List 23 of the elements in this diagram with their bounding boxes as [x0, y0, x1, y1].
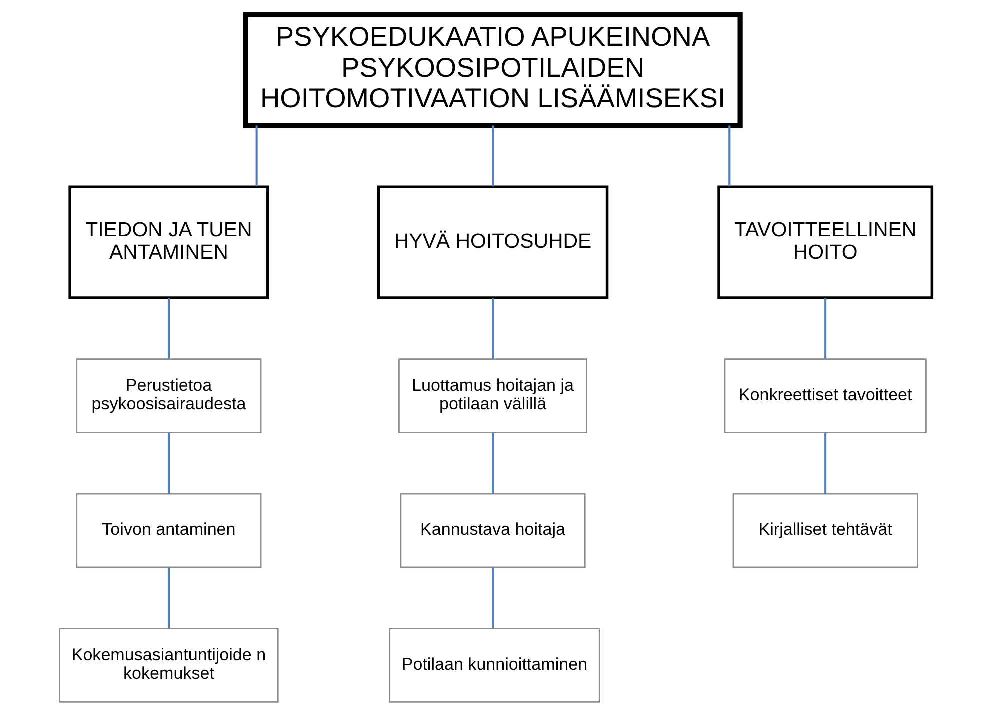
- node-box: PSYKOEDUKAATIO APUKEINONA PSYKOOSIPOTILAIDEN HOITOMOTIVAATION LISÄÄMISEKSI: [243, 12, 743, 128]
- node-box: Perustietoa psykoosisairaudesta: [76, 358, 262, 434]
- node-box: Kokemusasiantuntijoide n kokemukset: [59, 628, 279, 703]
- node-box: TAVOITTEELLINEN HOITO: [718, 186, 934, 300]
- node-box: Potilaan kunnioittaminen: [389, 628, 600, 703]
- connector: [168, 298, 170, 360]
- connector: [824, 432, 827, 494]
- node-box: TIEDON JA TUEN ANTAMINEN: [68, 186, 270, 300]
- node-box: HYVÄ HOITOSUHDE: [377, 186, 609, 300]
- node-box: Kannustava hoitaja: [400, 493, 586, 568]
- connector: [492, 568, 494, 629]
- connector: [492, 432, 494, 494]
- connector: [824, 298, 827, 360]
- node-box: Kirjalliset tehtävät: [732, 493, 918, 568]
- connector: [492, 298, 494, 360]
- connector: [492, 126, 494, 187]
- connector: [168, 432, 170, 494]
- node-box: Luottamus hoitajan ja potilaan välillä: [398, 358, 588, 434]
- node-box: Toivon antaminen: [76, 493, 262, 568]
- node-box: Konkreettiset tavoitteet: [724, 358, 927, 434]
- connector: [256, 126, 258, 187]
- connector: [168, 568, 170, 629]
- connector: [728, 126, 731, 187]
